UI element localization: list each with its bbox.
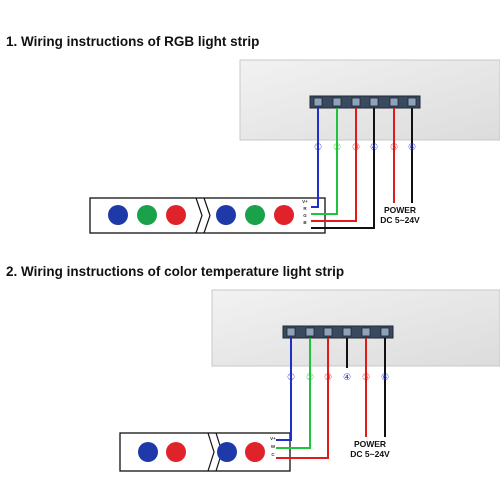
terminal-screw bbox=[323, 327, 333, 337]
terminal-screw bbox=[389, 97, 399, 107]
terminal-number: ⑥ bbox=[381, 372, 389, 382]
terminal-number: ① bbox=[314, 142, 322, 152]
terminal-number: ② bbox=[306, 372, 314, 382]
power-label: POWER bbox=[384, 205, 416, 215]
wire bbox=[276, 338, 292, 441]
terminal-number: ⑤ bbox=[390, 142, 398, 152]
led-dot bbox=[216, 205, 236, 225]
terminal-screw bbox=[407, 97, 417, 107]
section-2-title: 2. Wiring instructions of color temperat… bbox=[6, 264, 345, 279]
terminal-number: ③ bbox=[324, 372, 332, 382]
led-dot bbox=[245, 205, 265, 225]
terminal-screw bbox=[380, 327, 390, 337]
terminal-number: ③ bbox=[352, 142, 360, 152]
led-dot bbox=[138, 442, 158, 462]
terminal-number: ① bbox=[287, 372, 295, 382]
terminal-number: ② bbox=[333, 142, 341, 152]
strip-pin-label: C bbox=[271, 452, 275, 457]
strip-pin-label: B bbox=[303, 220, 307, 225]
led-dot bbox=[166, 442, 186, 462]
terminal-screw bbox=[369, 97, 379, 107]
voltage-label: DC 5~24V bbox=[380, 215, 420, 225]
led-dot bbox=[217, 442, 237, 462]
led-dot bbox=[274, 205, 294, 225]
terminal-number: ⑤ bbox=[362, 372, 370, 382]
wire bbox=[311, 108, 319, 208]
terminal-screw bbox=[361, 327, 371, 337]
strip-pin-label: G bbox=[303, 213, 307, 218]
led-dot bbox=[166, 205, 186, 225]
strip-break bbox=[195, 197, 211, 234]
terminal-block bbox=[309, 95, 421, 109]
section-1-title: 1. Wiring instructions of RGB light stri… bbox=[6, 34, 260, 49]
wire bbox=[276, 338, 311, 449]
terminal-screw bbox=[305, 327, 315, 337]
terminal-number: ④ bbox=[370, 142, 378, 152]
wire bbox=[311, 108, 338, 215]
terminal-number: ⑥ bbox=[408, 142, 416, 152]
voltage-label: DC 5~24V bbox=[350, 449, 390, 459]
strip-pin-label: V+ bbox=[270, 436, 276, 441]
terminal-number: ④ bbox=[343, 372, 351, 382]
strip-pin-label: R bbox=[303, 206, 307, 211]
strip-pin-label: W bbox=[271, 444, 276, 449]
terminal-screw bbox=[286, 327, 296, 337]
wire bbox=[276, 338, 329, 459]
led-dot bbox=[108, 205, 128, 225]
power-label: POWER bbox=[354, 439, 386, 449]
wire bbox=[311, 108, 357, 222]
terminal-block bbox=[282, 325, 394, 339]
terminal-screw bbox=[351, 97, 361, 107]
strip-pin-label: V+ bbox=[302, 199, 308, 204]
led-dot bbox=[137, 205, 157, 225]
wire bbox=[311, 108, 375, 229]
terminal-screw bbox=[313, 97, 323, 107]
led-dot bbox=[245, 442, 265, 462]
terminal-screw bbox=[332, 97, 342, 107]
terminal-screw bbox=[342, 327, 352, 337]
